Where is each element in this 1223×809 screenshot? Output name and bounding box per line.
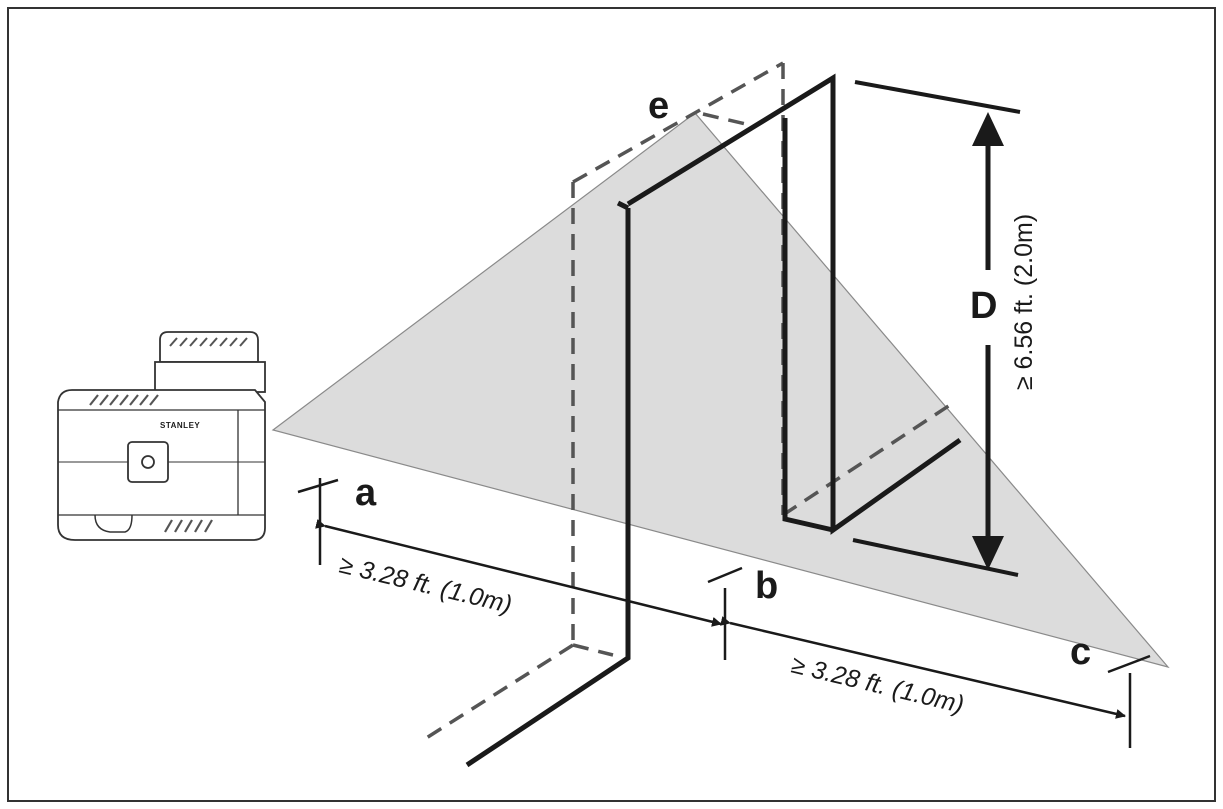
dimension-b-c: [720, 616, 1151, 748]
solid-door-frame: [465, 73, 962, 768]
device-brand-label: STANLEY: [160, 421, 200, 430]
point-label-e: e: [648, 85, 669, 127]
dimension-height: [852, 80, 1021, 577]
point-label-a: a: [355, 472, 377, 514]
height-label-d: D: [970, 285, 997, 327]
dimension-text-height: ≥ 6.56 ft. (2.0m): [1010, 214, 1038, 390]
laser-level-icon: STANLEY: [57, 331, 266, 541]
point-label-c: c: [1070, 631, 1091, 673]
point-label-b: b: [755, 565, 778, 607]
